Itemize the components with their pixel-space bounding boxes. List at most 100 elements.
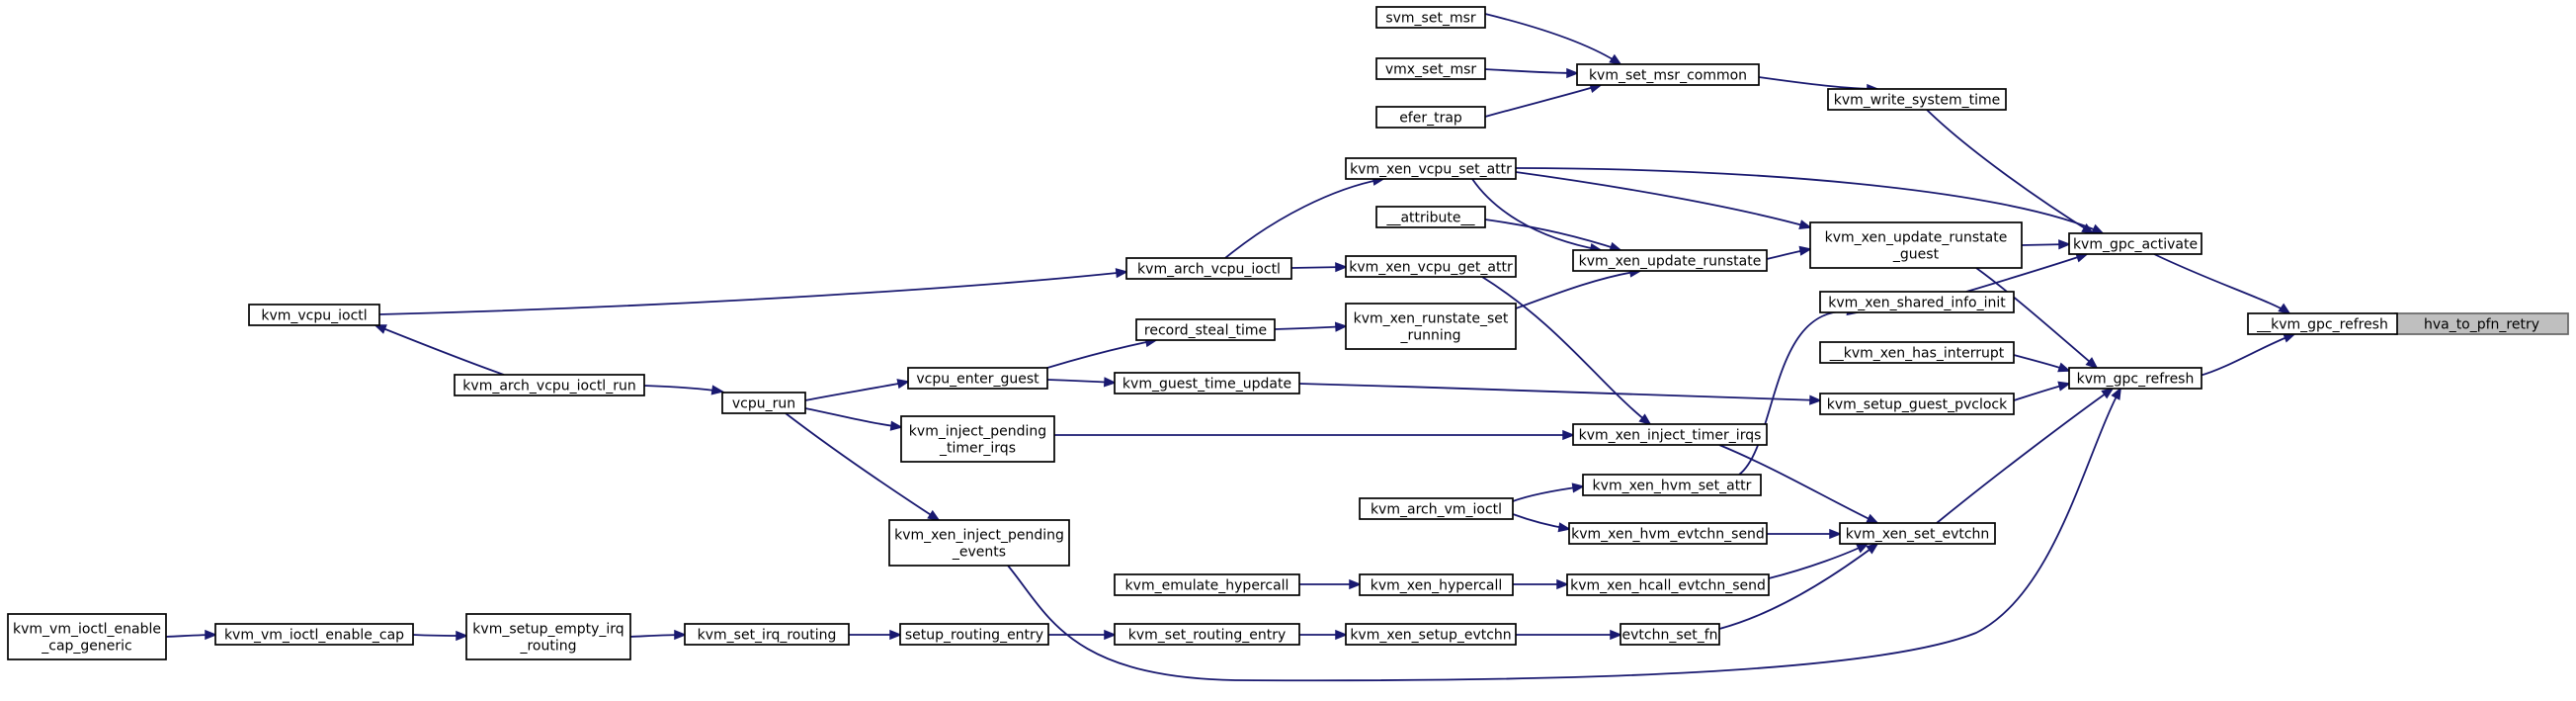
node-efer-trap[interactable]: efer_trap xyxy=(1375,106,1486,129)
node-kvm-guest-time-update[interactable]: kvm_guest_time_update xyxy=(1114,372,1300,394)
node-kvm-xen-hypercall[interactable]: kvm_xen_hypercall xyxy=(1359,573,1514,596)
node-box xyxy=(1359,573,1514,596)
node-label: _guest xyxy=(1892,247,1940,263)
call-edge-gtu-to-sgp xyxy=(1298,383,1823,405)
call-edge-xvsa-to-xur xyxy=(1471,178,1603,254)
call-edge-xhsa-to-xsii xyxy=(1738,306,1860,476)
node-kvm-gpc-refresh[interactable]: kvm_gpc_refresh xyxy=(2068,367,2202,390)
node-kvm-vm-ioctl-enable-cap[interactable]: kvm_vm_ioctl_enable_cap xyxy=(214,623,414,646)
node-kvm-setup-guest-pvclock[interactable]: kvm_setup_guest_pvclock xyxy=(1819,393,2015,415)
edge-line xyxy=(1758,76,1878,90)
node-box xyxy=(1114,372,1300,394)
node-kvm-arch-vm-ioctl[interactable]: kvm_arch_vm_ioctl xyxy=(1359,497,1514,520)
node-label: __kvm_gpc_refresh xyxy=(2256,317,2388,333)
node-kvm-xen-inject-timer-irqs[interactable]: kvm_xen_inject_timer_irqs xyxy=(1572,423,1768,446)
node-box xyxy=(1620,623,1720,646)
node-label: _cap_generic xyxy=(41,639,132,655)
node-box xyxy=(7,613,167,660)
node-kvm-xen-setup-evtchn[interactable]: kvm_xen_setup_evtchn xyxy=(1345,623,1517,646)
arrowhead-icon xyxy=(2057,381,2071,392)
node-kvm-xen-vcpu-get-attr[interactable]: kvm_xen_vcpu_get_attr xyxy=(1345,255,1517,278)
node-kvm-set-irq-routing[interactable]: kvm_set_irq_routing xyxy=(684,623,850,646)
edge-line xyxy=(1936,388,2114,524)
node-box xyxy=(1809,221,2023,269)
arrowhead-icon xyxy=(896,379,910,390)
node-box xyxy=(907,367,1048,390)
node-label: kvm_xen_vcpu_get_attr xyxy=(1349,260,1513,276)
edge-line xyxy=(1738,309,1859,476)
node-vcpu-run[interactable]: vcpu_run xyxy=(721,392,806,414)
arrowhead-icon xyxy=(1349,578,1363,590)
call-edge-xipe-to-gpr xyxy=(1007,387,2121,682)
node-kvm-xen-update-runstate[interactable]: kvm_xen_update_runstate xyxy=(1572,249,1768,272)
edge-line xyxy=(1515,270,1641,309)
node-kvm-set-msr-common[interactable]: kvm_set_msr_common xyxy=(1576,63,1760,86)
arrowhead-icon xyxy=(927,509,941,522)
node-kvm-xen-update-runstate-guest[interactable]: kvm_xen_update_runstate_guest xyxy=(1809,221,2023,269)
node-label: kvm_vcpu_ioctl xyxy=(261,308,367,324)
node-kvm-write-system-time[interactable]: kvm_write_system_time xyxy=(1827,88,2007,111)
node-kvm-inject-pending-timer-irqs[interactable]: kvm_inject_pending_timer_irqs xyxy=(900,415,1055,463)
node-record-steal-time[interactable]: record_steal_time xyxy=(1135,318,1276,341)
node-kvm-emulate-hypercall[interactable]: kvm_emulate_hypercall xyxy=(1114,573,1300,596)
call-edge-ehc-to-xhc xyxy=(1299,578,1363,590)
node-box xyxy=(1345,255,1517,278)
node-evtchn-set-fn[interactable]: evtchn_set_fn xyxy=(1620,623,1720,646)
edge-line xyxy=(643,385,723,393)
node-kvm-xen-shared-info-init[interactable]: kvm_xen_shared_info_init xyxy=(1819,291,2015,313)
node-kvm-gpc-refresh[interactable]: __kvm_gpc_refresh xyxy=(2247,312,2398,335)
node-vcpu-enter-guest[interactable]: vcpu_enter_guest xyxy=(907,367,1048,390)
node-box xyxy=(1839,522,1996,545)
call-edge-xsev-to-esf xyxy=(1516,629,1623,641)
node-kvm-xen-has-interrupt[interactable]: __kvm_xen_has_interrupt xyxy=(1819,341,2015,364)
call-edge-sgp-to-gpr xyxy=(2013,381,2071,401)
node-label: kvm_gpc_activate xyxy=(2073,237,2198,253)
node-attribute[interactable]: __attribute__ xyxy=(1375,206,1486,228)
node-kvm-vm-ioctl-enable-cap-generic[interactable]: kvm_vm_ioctl_enable_cap_generic xyxy=(7,613,167,660)
call-edge-avm-to-xhes xyxy=(1512,513,1571,533)
arrowhead-icon xyxy=(1829,528,1843,540)
call-edge-aviol-to-xvsa xyxy=(1224,175,1385,259)
node-kvm-vcpu-ioctl[interactable]: kvm_vcpu_ioctl xyxy=(248,304,380,326)
node-kvm-set-routing-entry[interactable]: kvm_set_routing_entry xyxy=(1114,623,1300,646)
call-edge-xuqg-to-gpr xyxy=(1975,267,2099,370)
node-box xyxy=(721,392,806,414)
edge-line xyxy=(1515,167,2104,234)
edge-line xyxy=(1481,276,1651,425)
node-kvm-xen-set-evtchn[interactable]: kvm_xen_set_evtchn xyxy=(1839,522,1996,545)
arrowhead-icon xyxy=(2057,362,2071,373)
node-kvm-arch-vcpu-ioctl-run[interactable]: kvm_arch_vcpu_ioctl_run xyxy=(454,374,645,396)
node-kvm-xen-vcpu-set-attr[interactable]: kvm_xen_vcpu_set_attr xyxy=(1345,157,1517,180)
edge-line xyxy=(2153,253,2290,314)
node-label: kvm_xen_runstate_set xyxy=(1354,311,1509,327)
node-vmx-set-msr[interactable]: vmx_set_msr xyxy=(1375,57,1486,80)
arrowhead-icon xyxy=(2091,223,2105,234)
node-label: kvm_xen_update_runstate xyxy=(1825,230,2008,246)
call-edge-esf-to-xse xyxy=(1718,542,1879,630)
call-edge-vmiecg-to-vmiec xyxy=(165,629,218,641)
node-kvm-xen-runstate-set-running[interactable]: kvm_xen_runstate_set_running xyxy=(1345,303,1517,350)
node-kvm-xen-hvm-set-attr[interactable]: kvm_xen_hvm_set_attr xyxy=(1582,474,1762,496)
node-hva-to-pfn-retry[interactable]: hva_to_pfn_retry xyxy=(2394,312,2569,335)
node-kvm-xen-inject-pending-events[interactable]: kvm_xen_inject_pending_events xyxy=(888,519,1070,567)
node-setup-routing-entry[interactable]: setup_routing_entry xyxy=(899,623,1049,646)
node-label: svm_set_msr xyxy=(1385,11,1476,27)
arrowhead-icon xyxy=(2085,357,2099,370)
node-kvm-gpc-activate[interactable]: kvm_gpc_activate xyxy=(2068,232,2202,255)
node-kvm-setup-empty-irq-routing[interactable]: kvm_setup_empty_irq_routing xyxy=(465,613,631,660)
node-box xyxy=(1114,573,1300,596)
node-box xyxy=(1345,157,1517,180)
node-box xyxy=(1819,341,2015,364)
node-label: vcpu_enter_guest xyxy=(916,372,1039,388)
call-edge-sir-to-setre xyxy=(849,629,903,641)
arrowhead-icon xyxy=(1866,542,1879,555)
node-label: vcpu_run xyxy=(732,396,795,412)
node-svm-set-msr[interactable]: svm_set_msr xyxy=(1375,6,1486,29)
call-edge-avir-to-vioctl xyxy=(374,324,505,376)
node-kvm-xen-hvm-evtchn-send[interactable]: kvm_xen_hvm_evtchn_send xyxy=(1568,522,1768,545)
node-box xyxy=(1827,88,2007,111)
node-kvm-xen-hcall-evtchn-send[interactable]: kvm_xen_hcall_evtchn_send xyxy=(1566,573,1770,596)
node-kvm-arch-vcpu-ioctl[interactable]: kvm_arch_vcpu_ioctl xyxy=(1125,257,1292,280)
node-box xyxy=(1375,57,1486,80)
arrowhead-icon xyxy=(2278,303,2291,315)
